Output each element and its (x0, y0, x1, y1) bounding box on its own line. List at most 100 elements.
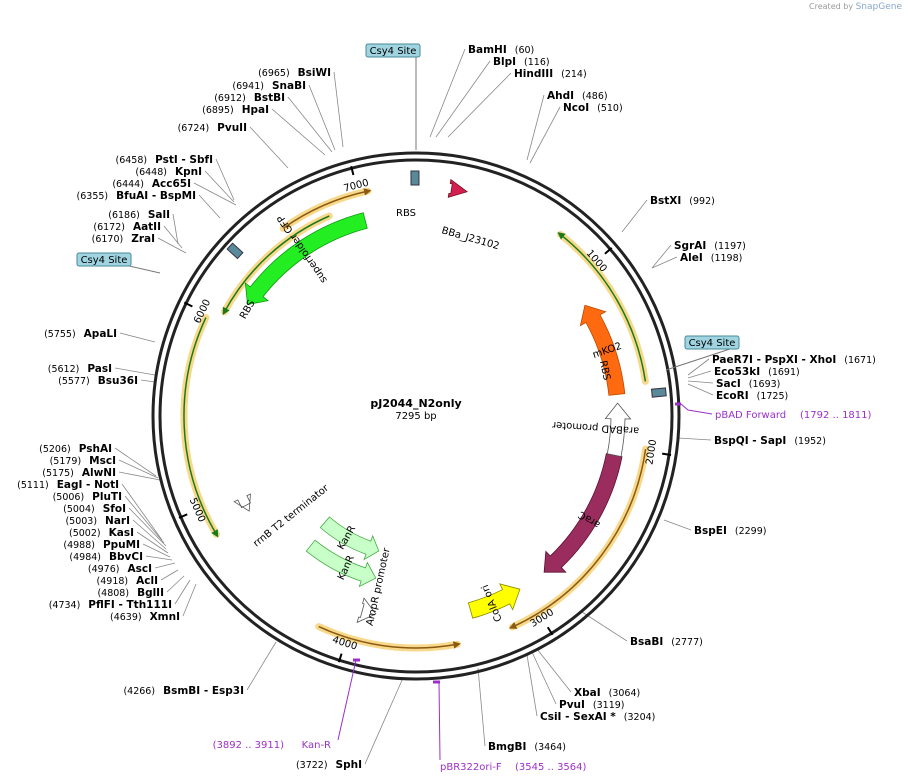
site-leader (215, 158, 235, 201)
enzyme-name: AhdI (547, 90, 574, 102)
site-label: (4988)PpuMI (63, 539, 140, 551)
enzyme-name: Eco53kI (714, 366, 760, 378)
enzyme-name: PasI (87, 363, 112, 375)
plasmid-backbone (151, 151, 681, 681)
site-position: (6444) (112, 179, 144, 190)
site-leader (174, 579, 191, 605)
site-label: (5755)ApaLI (44, 328, 117, 340)
site-label: (5002)KasI (69, 527, 134, 539)
site-position: (3204) (624, 712, 656, 723)
csy4-site-label: Csy4 Site (689, 338, 736, 349)
enzyme-name: BsiWI (298, 67, 331, 79)
enzyme-name: Acc65I (152, 178, 191, 190)
site-label: (6724)PvuII (178, 122, 247, 134)
site-label: HindIII(214) (514, 68, 587, 80)
site-label: BamHI(60) (468, 44, 534, 56)
enzyme-name: HindIII (514, 68, 553, 80)
site-position: (3464) (534, 742, 566, 753)
site-leader (477, 667, 486, 747)
site-leader (166, 575, 185, 593)
enzyme-name: AlwNI (82, 467, 116, 479)
tick-label: 5000 (187, 496, 207, 524)
site-position: (4984) (69, 552, 101, 563)
site-leader (529, 106, 561, 164)
site-leader (128, 507, 167, 547)
enzyme-name: MscI (89, 455, 116, 467)
site-label: XbaI(3064) (574, 687, 640, 699)
tick-mark (337, 653, 343, 663)
site-leader (118, 459, 159, 479)
site-leader (651, 256, 678, 269)
site-position: (1197) (714, 241, 746, 252)
enzyme-name: BspQI - SapI (714, 435, 786, 447)
site-position: (5003) (65, 516, 97, 527)
site-leader (271, 108, 326, 156)
site-label: BsaBI(2777) (630, 636, 703, 648)
site-leader (287, 96, 333, 153)
site-label: BlpI(116) (493, 56, 550, 68)
enzyme-name: PflFI - Tth111I (88, 599, 172, 611)
site-leader (663, 519, 692, 531)
site-label: PvuI(3119) (559, 699, 625, 711)
site-position: (1725) (757, 391, 789, 402)
enzyme-name: SalI (148, 209, 170, 221)
site-position: (6355) (77, 191, 109, 202)
site-label: SacI(1693) (716, 378, 780, 390)
site-position: (6912) (214, 93, 246, 104)
primer-leader (438, 681, 441, 761)
site-label: AleI(1198) (680, 252, 742, 264)
orf-arrows (180, 187, 650, 652)
site-label: (4984)BbvCI (69, 551, 143, 563)
enzyme-name: NcoI (563, 102, 589, 114)
site-leader (172, 213, 179, 245)
site-leader (114, 447, 157, 477)
site-leader (136, 531, 169, 554)
site-label: PaeR7I - PspXI - XhoI(1671) (712, 354, 876, 366)
enzyme-name: KpnI (175, 166, 202, 178)
primer-name: pBR322ori-F (440, 762, 502, 773)
rbs-box (650, 387, 667, 398)
site-label: EcoRI(1725) (716, 390, 788, 402)
site-position: (6448) (135, 167, 167, 178)
enzyme-name: PvuII (217, 122, 247, 134)
site-leader (163, 225, 183, 249)
primer-range: (1792 .. 1811) (800, 410, 872, 421)
orf-arrow (318, 625, 461, 649)
ampr-promoter-arrow (356, 597, 377, 624)
site-leader (160, 569, 179, 581)
csy4-leader (665, 347, 734, 371)
site-label: (5004)SfoI (63, 503, 126, 515)
site-position: (6170) (92, 234, 124, 245)
tick-label: 6000 (192, 298, 213, 326)
site-label: (6172)AatII (93, 221, 161, 233)
site-position: (6458) (115, 155, 147, 166)
tick-mark (178, 513, 188, 519)
enzyme-name: HpaI (242, 104, 269, 116)
site-leader (364, 677, 404, 765)
site-position: (5175) (42, 468, 74, 479)
rbs-label: RBS (396, 208, 416, 219)
enzyme-name: SnaBI (272, 80, 306, 92)
site-leader (119, 332, 156, 343)
site-position: (1693) (749, 379, 781, 390)
site-label: (6355)BfuAI - BspMI (77, 190, 196, 202)
site-label: (6448) KpnI (135, 166, 202, 178)
enzyme-name: SphI (336, 759, 362, 771)
site-position: (3119) (593, 700, 625, 711)
tick-mark (183, 301, 193, 308)
site-position: (486) (582, 91, 608, 102)
site-position: (5111) (17, 480, 49, 491)
site-label: (5179)MscI (50, 455, 116, 467)
site-label: NcoI(510) (563, 102, 623, 114)
primer-range: (3892 .. 3911) (213, 740, 285, 751)
site-position: (4734) (49, 600, 81, 611)
rbs-box (410, 170, 420, 186)
site-position: (5755) (44, 329, 76, 340)
site-position: (4918) (97, 576, 129, 587)
site-label: (4918)AclI (97, 575, 158, 587)
site-label: (5175) AlwNI (42, 467, 116, 479)
site-position: (4976) (88, 564, 120, 575)
site-leader (142, 543, 171, 558)
enzyme-name: BstXI (650, 195, 681, 207)
